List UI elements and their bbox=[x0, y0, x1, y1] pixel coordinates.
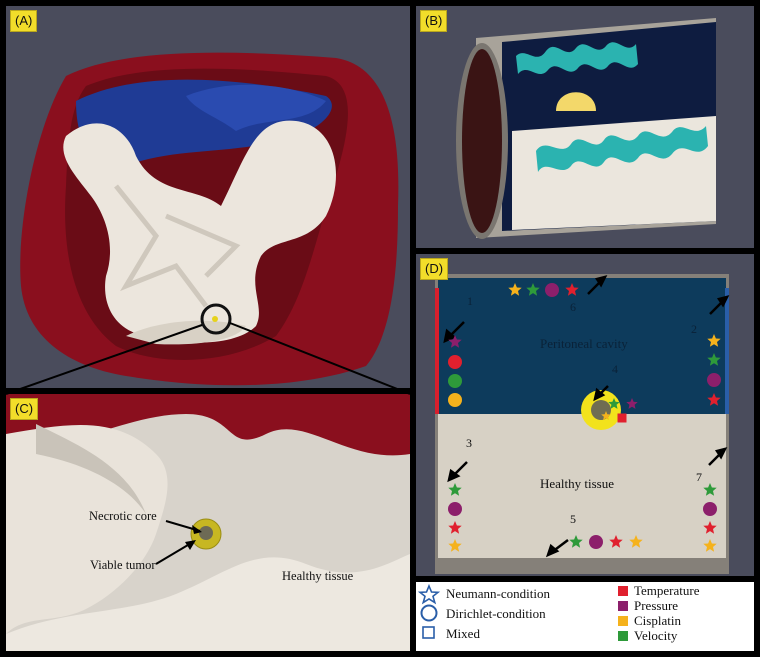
cisplatin-swatch bbox=[618, 616, 628, 626]
legend: Neumann-condition Dirichlet-condition Mi… bbox=[416, 582, 754, 651]
boundary-6: 6 bbox=[570, 300, 576, 314]
cisplatin-star-marker bbox=[448, 539, 462, 552]
legend-dirichlet: Dirichlet-condition bbox=[446, 606, 546, 621]
pressure-star-marker bbox=[448, 335, 462, 348]
panel-c-tag: (C) bbox=[10, 398, 39, 420]
panel-c: (C) Necrotic core Viable tumor Healthy t… bbox=[6, 394, 410, 651]
temperature-star-marker bbox=[609, 535, 623, 548]
legend-velocity: Velocity bbox=[634, 628, 678, 643]
temperature-star-marker bbox=[565, 283, 579, 296]
legend-temperature: Temperature bbox=[634, 583, 700, 598]
temperature-star-marker bbox=[703, 521, 717, 534]
velocity-star-marker bbox=[608, 398, 620, 409]
cisplatin-star-marker bbox=[707, 334, 721, 347]
zoom-circle bbox=[200, 303, 232, 335]
velocity-circle-marker bbox=[448, 374, 462, 388]
boundary-1: 1 bbox=[467, 294, 473, 308]
legend-cisplatin: Cisplatin bbox=[634, 613, 681, 628]
velocity-star-marker bbox=[703, 483, 717, 496]
star-outline-icon bbox=[417, 583, 441, 605]
pressure-star-marker bbox=[626, 398, 638, 409]
peritoneal-cavity-region bbox=[438, 278, 726, 414]
temperature-star-marker bbox=[448, 521, 462, 534]
healthy-tissue-label-c: Healthy tissue bbox=[282, 569, 354, 583]
pressure-circle-marker bbox=[707, 373, 721, 387]
velocity-star-marker bbox=[569, 535, 583, 548]
boundary-7: 7 bbox=[696, 470, 702, 484]
panel-d-schematic bbox=[435, 274, 730, 574]
legend-mixed: Mixed bbox=[446, 626, 480, 641]
temperature-star-marker bbox=[707, 393, 721, 406]
panel-d-tag: (D) bbox=[420, 258, 449, 280]
pressure-circle-marker bbox=[545, 283, 559, 297]
pressure-circle-marker bbox=[703, 502, 717, 516]
cisplatin-star-marker bbox=[703, 539, 717, 552]
temperature-square-marker bbox=[617, 413, 627, 423]
panel-b-tag: (B) bbox=[420, 10, 448, 32]
boundary-5: 5 bbox=[570, 512, 576, 526]
pressure-swatch bbox=[618, 601, 628, 611]
cisplatin-star-marker bbox=[629, 535, 643, 548]
temperature-swatch bbox=[618, 586, 628, 596]
velocity-star-marker bbox=[448, 483, 462, 496]
legend-icons bbox=[417, 583, 628, 641]
pressure-circle-marker bbox=[448, 502, 462, 516]
square-outline-icon bbox=[422, 626, 435, 639]
viable-tumor-label: Viable tumor bbox=[90, 558, 156, 572]
cisplatin-circle-marker bbox=[448, 393, 462, 407]
healthy-tissue-region bbox=[438, 414, 726, 558]
velocity-star-marker bbox=[526, 283, 540, 296]
pressure-circle-marker bbox=[589, 535, 603, 549]
temperature-circle-marker bbox=[448, 355, 462, 369]
peritoneal-cavity-label: Peritoneal cavity bbox=[540, 336, 628, 351]
cisplatin-star-marker bbox=[601, 411, 611, 420]
velocity-star-marker bbox=[707, 353, 721, 366]
boundary-markers bbox=[448, 283, 721, 552]
velocity-swatch bbox=[618, 631, 628, 641]
healthy-tissue-label-d: Healthy tissue bbox=[540, 476, 615, 491]
panel-b: (B) bbox=[416, 6, 754, 248]
panel-a: (A) bbox=[6, 6, 410, 388]
boundary-3: 3 bbox=[466, 436, 472, 450]
panel-d: (D) Peritoneal cavity Healthy tissue 1 2… bbox=[416, 254, 754, 576]
panel-a-render bbox=[20, 52, 399, 386]
necrotic-core-label: Necrotic core bbox=[89, 509, 157, 523]
legend-neumann: Neumann-condition bbox=[446, 586, 550, 601]
panel-b-render bbox=[456, 18, 716, 239]
necrotic-core bbox=[199, 526, 213, 540]
boundary-4: 4 bbox=[612, 362, 618, 376]
circle-outline-icon bbox=[420, 604, 438, 622]
panel-c-render bbox=[6, 394, 410, 651]
panel-a-tag: (A) bbox=[10, 10, 38, 32]
legend-pressure: Pressure bbox=[634, 598, 679, 613]
boundary-2: 2 bbox=[691, 322, 697, 336]
cisplatin-star-marker bbox=[508, 283, 522, 296]
